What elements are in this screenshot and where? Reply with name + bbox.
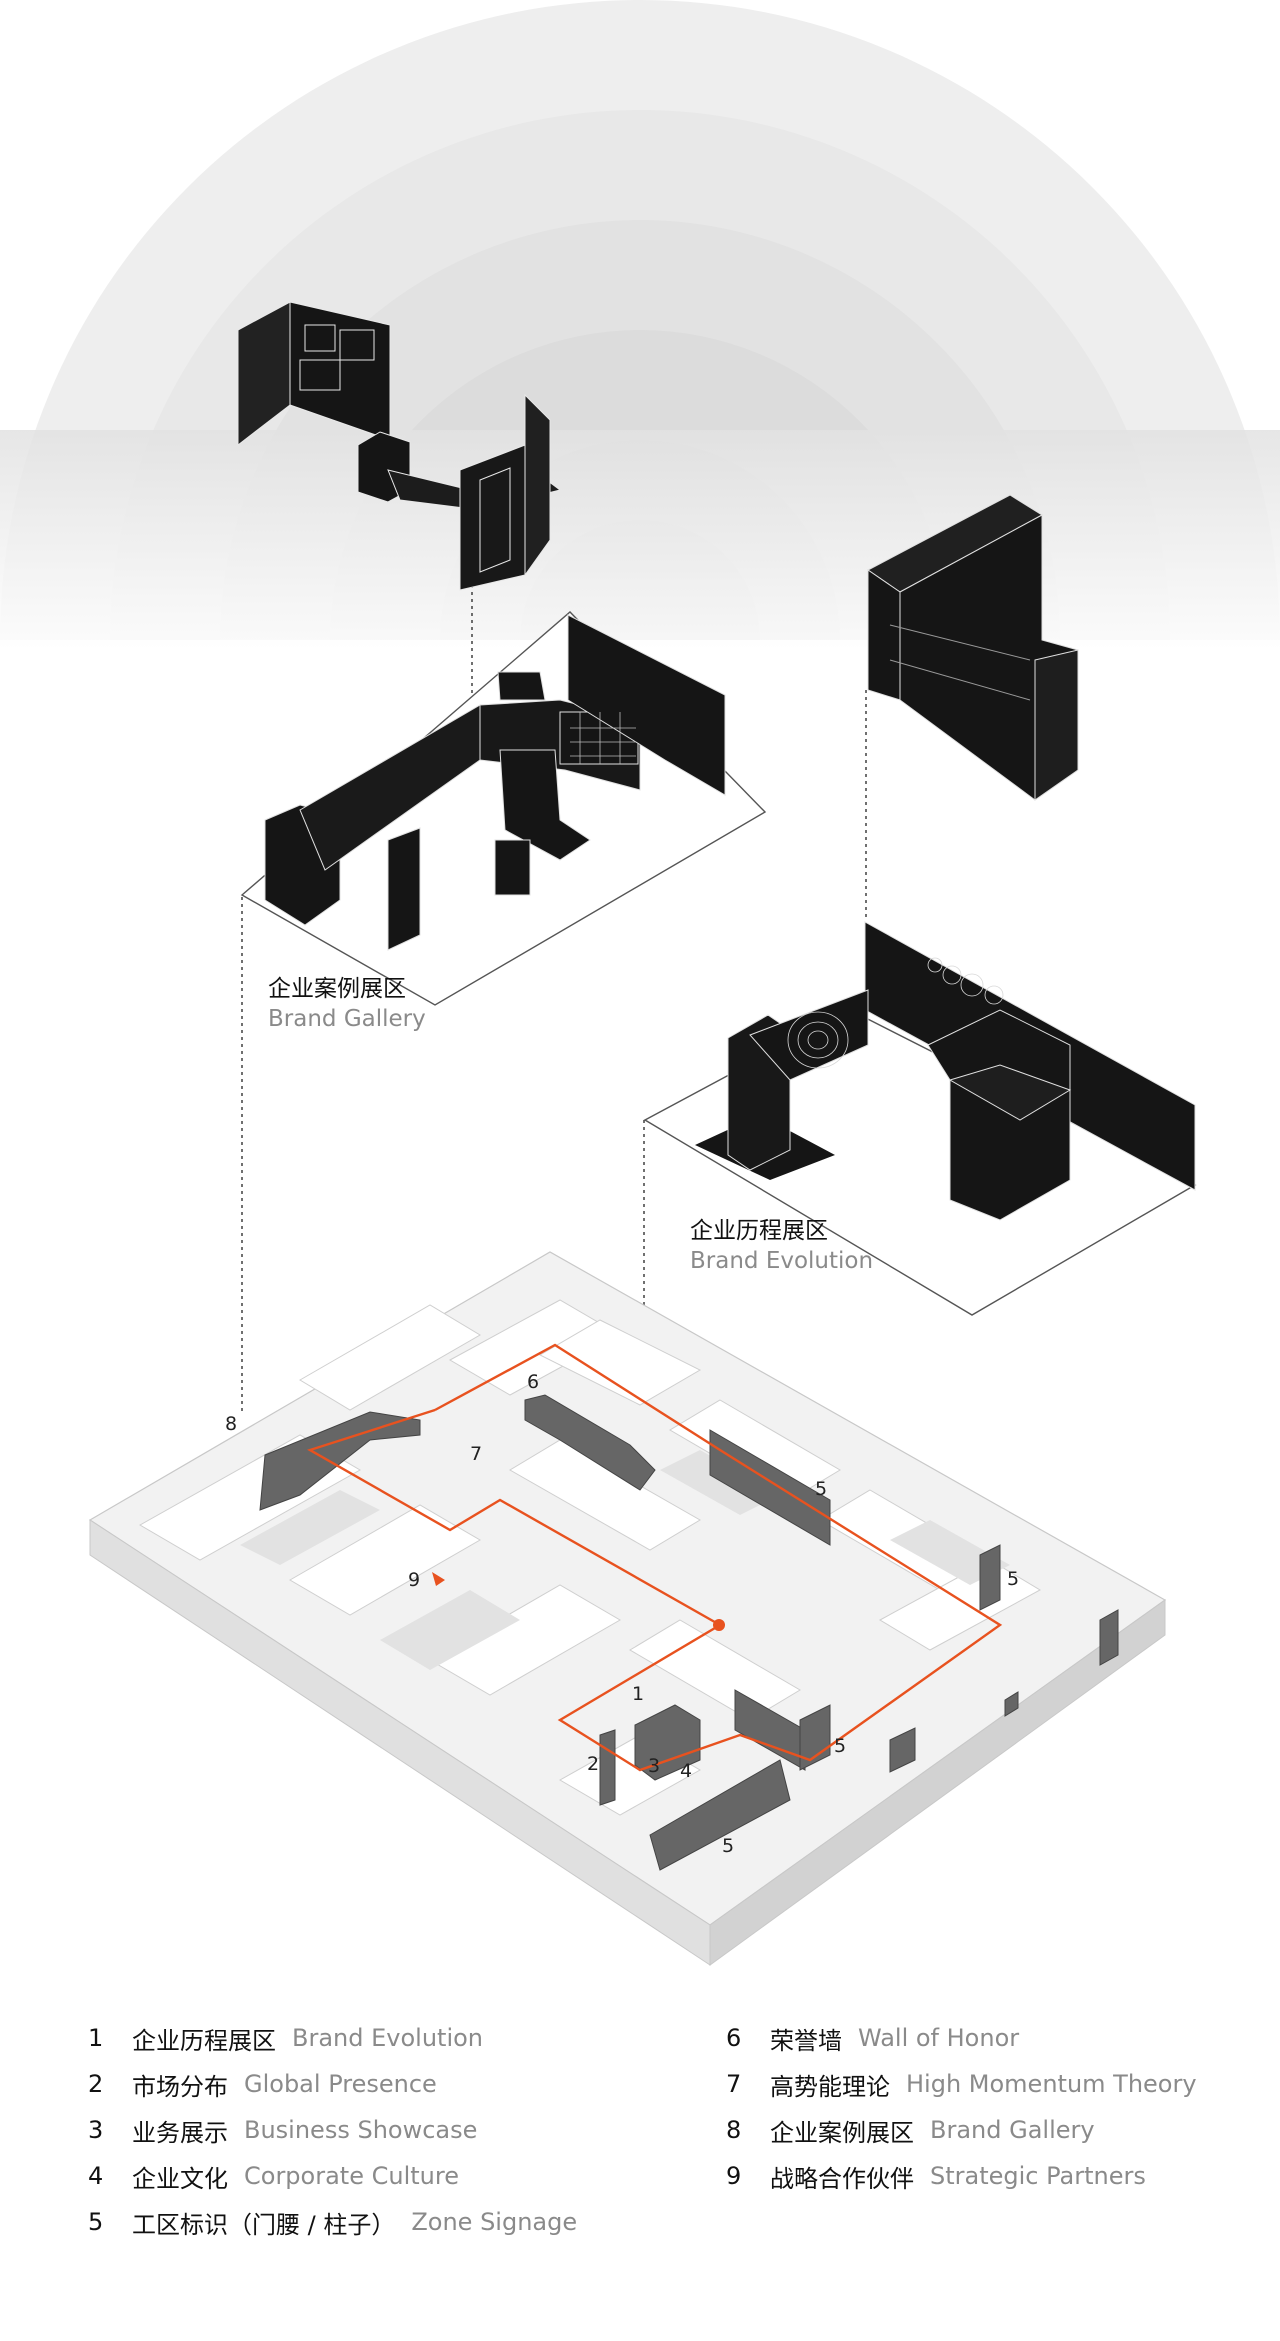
route-arrow bbox=[432, 1572, 445, 1586]
marker-2: 2 bbox=[587, 1753, 599, 1775]
legend-number: 9 bbox=[726, 2162, 742, 2190]
brand-gallery-module bbox=[240, 611, 767, 1006]
marker-5-c: 5 bbox=[834, 1735, 846, 1757]
legend-number: 2 bbox=[88, 2070, 104, 2098]
legend-label-cn: 企业案例展区 bbox=[770, 2118, 914, 2147]
legend-item: 2 市场分布 Global Presence bbox=[88, 2061, 577, 2107]
floor-markers: 1 2 3 4 5 5 5 5 6 7 8 9 bbox=[225, 1371, 1019, 1857]
evolution-rings bbox=[787, 957, 1004, 1069]
upper-gallery-module bbox=[237, 301, 562, 591]
background-rings bbox=[0, 0, 1280, 650]
marker-7: 7 bbox=[470, 1443, 482, 1465]
legend-label-cn: 战略合作伙伴 bbox=[770, 2164, 914, 2193]
legend-number: 4 bbox=[88, 2162, 104, 2190]
legend-label-cn: 市场分布 bbox=[132, 2072, 228, 2101]
evolution-zone-title: 企业历程展区 bbox=[690, 1218, 828, 1244]
legend-item: 9 战略合作伙伴 Strategic Partners bbox=[726, 2153, 1197, 2199]
legend-label-cn: 企业历程展区 bbox=[132, 2026, 276, 2055]
marker-3: 3 bbox=[648, 1755, 660, 1777]
legend-item: 8 企业案例展区 Brand Gallery bbox=[726, 2107, 1197, 2153]
legend-label-en: Global Presence bbox=[244, 2070, 437, 2098]
legend-number: 5 bbox=[88, 2208, 104, 2236]
legend-number: 7 bbox=[726, 2070, 742, 2098]
legend-item: 5 工区标识（门腰 / 柱子） Zone Signage bbox=[88, 2199, 577, 2245]
legend-number: 8 bbox=[726, 2116, 742, 2144]
legend-label-en: Strategic Partners bbox=[930, 2162, 1146, 2190]
tour-route bbox=[307, 1343, 1003, 1772]
legend-item: 7 高势能理论 High Momentum Theory bbox=[726, 2061, 1197, 2107]
marker-1: 1 bbox=[632, 1683, 644, 1705]
legend-number: 1 bbox=[88, 2024, 104, 2052]
legend-item: 6 荣誉墙 Wall of Honor bbox=[726, 2015, 1197, 2061]
legend-label-cn: 企业文化 bbox=[132, 2164, 228, 2193]
legend-item: 4 企业文化 Corporate Culture bbox=[88, 2153, 577, 2199]
legend-right: 6 荣誉墙 Wall of Honor 7 高势能理论 High Momentu… bbox=[726, 2015, 1197, 2199]
legend-label-en: Brand Evolution bbox=[292, 2024, 484, 2052]
legend-label-en: Wall of Honor bbox=[858, 2024, 1020, 2052]
marker-5-b: 5 bbox=[1007, 1568, 1019, 1590]
legend-label-cn: 荣誉墙 bbox=[770, 2026, 842, 2055]
legend-left: 1 企业历程展区 Brand Evolution 2 市场分布 Global P… bbox=[88, 2015, 577, 2245]
legend-label-en: Brand Gallery bbox=[930, 2116, 1095, 2144]
legend-label-en: Zone Signage bbox=[411, 2208, 578, 2236]
marker-6: 6 bbox=[527, 1371, 539, 1393]
floor-plan bbox=[88, 1251, 1167, 1966]
legend-item: 1 企业历程展区 Brand Evolution bbox=[88, 2015, 577, 2061]
route-start-dot bbox=[713, 1619, 725, 1631]
evolution-cabinet-module bbox=[867, 494, 1079, 801]
marker-5-d: 5 bbox=[722, 1835, 734, 1857]
legend-label-cn: 工区标识（门腰 / 柱子） bbox=[132, 2210, 396, 2239]
legend-number: 3 bbox=[88, 2116, 104, 2144]
evolution-zone-subtitle: Brand Evolution bbox=[690, 1248, 874, 1274]
legend-item: 3 业务展示 Business Showcase bbox=[88, 2107, 577, 2153]
legend-label-en: High Momentum Theory bbox=[906, 2070, 1197, 2098]
marker-5-a: 5 bbox=[815, 1478, 827, 1500]
legend-number: 6 bbox=[726, 2024, 742, 2052]
marker-4: 4 bbox=[680, 1760, 692, 1782]
gallery-zone-subtitle: Brand Gallery bbox=[268, 1006, 426, 1032]
brand-evolution-module bbox=[643, 921, 1197, 1316]
marker-8: 8 bbox=[225, 1413, 237, 1435]
legend-label-cn: 高势能理论 bbox=[770, 2072, 890, 2101]
legend-label-cn: 业务展示 bbox=[132, 2118, 228, 2147]
gallery-zone-title: 企业案例展区 bbox=[268, 976, 406, 1002]
legend-label-en: Business Showcase bbox=[244, 2116, 478, 2144]
legend-label-en: Corporate Culture bbox=[244, 2162, 459, 2190]
marker-9: 9 bbox=[408, 1569, 420, 1591]
